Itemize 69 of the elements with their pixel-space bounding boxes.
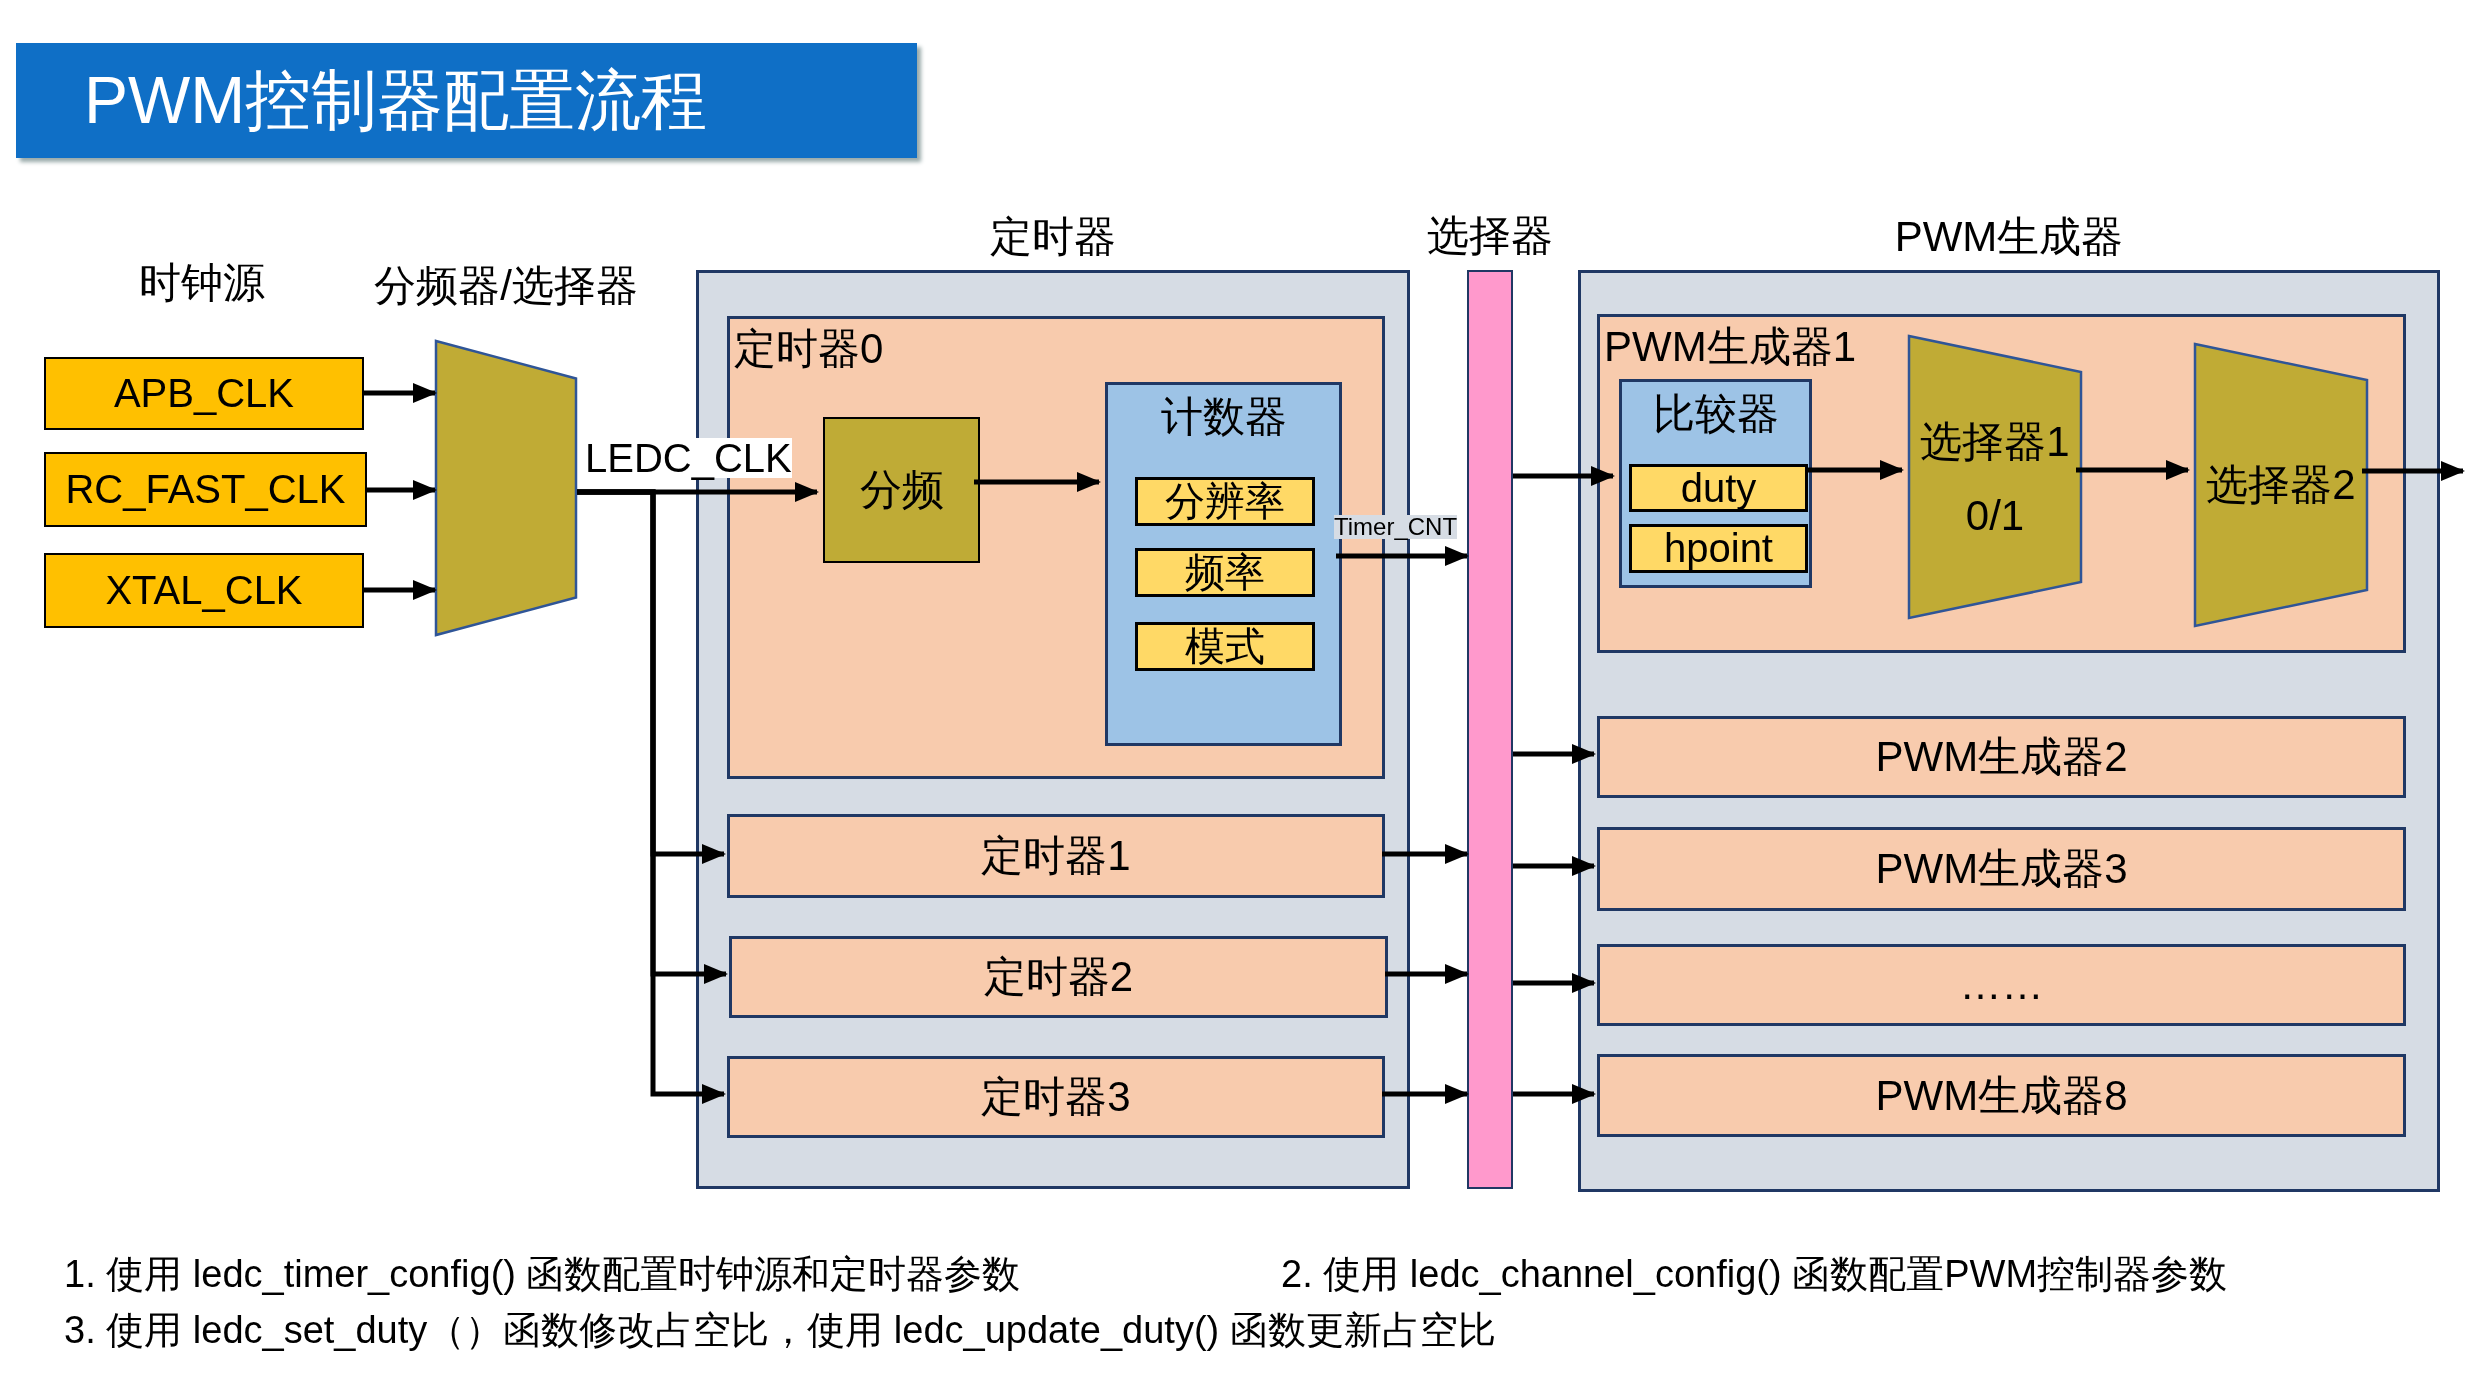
- node-label: APB_CLK: [113, 371, 295, 416]
- column-heading: 时钟源: [139, 258, 265, 308]
- node-label: 比较器: [1652, 389, 1779, 439]
- clock-source-box: [44, 357, 364, 430]
- unit-box: [1597, 827, 2406, 911]
- column-heading: 选择器: [1427, 211, 1553, 261]
- register-group-box: [1619, 379, 1812, 588]
- register-field: [1135, 622, 1315, 671]
- note-text: 3. 使用 ledc_set_duty（）函数修改占空比，使用 ledc_update_duty() 函数更新占空比: [64, 1308, 1496, 1353]
- arrow: [1513, 744, 1596, 764]
- node-label: 选择器1: [1920, 417, 2070, 467]
- arrow: [2362, 461, 2465, 481]
- unit-box: [729, 936, 1388, 1018]
- register-field: [1135, 548, 1315, 597]
- column-heading: PWM生成器: [1894, 212, 2124, 262]
- column-heading: 定时器: [990, 212, 1116, 262]
- edge-label: LEDC_CLK: [585, 438, 792, 478]
- unit-box: [1597, 944, 2406, 1026]
- node-label: ……: [1959, 961, 2044, 1009]
- unit-box: [1597, 716, 2406, 798]
- unit-box: [1597, 1054, 2406, 1137]
- arrow: [1382, 1084, 1469, 1104]
- node-label: 计数器: [1160, 392, 1287, 442]
- unit-box: [727, 1056, 1385, 1138]
- register-field: [1629, 464, 1808, 512]
- node-label: 模式: [1185, 623, 1265, 670]
- unit-title: 定时器0: [734, 324, 884, 374]
- prescaler-box: [823, 417, 980, 563]
- node-label: 定时器3: [981, 1072, 1131, 1122]
- arrow: [1513, 856, 1596, 876]
- node-label: PWM生成器3: [1875, 844, 2128, 894]
- arrow: [974, 472, 1101, 492]
- arrow: [1385, 964, 1469, 984]
- node-label: PWM生成器2: [1875, 732, 2128, 782]
- arrow: [1382, 844, 1469, 864]
- node-label: 定时器2: [983, 952, 1134, 1002]
- node-label: 定时器1: [981, 831, 1131, 881]
- arrow: [364, 383, 437, 403]
- node-label: PWM生成器8: [1875, 1070, 2128, 1121]
- node-label: 频率: [1185, 549, 1265, 596]
- arrow: [2076, 460, 2190, 480]
- unit-box: [1597, 314, 2406, 653]
- node-label: duty: [1680, 465, 1757, 511]
- note-text: 2. 使用 ledc_channel_config() 函数配置PWM控制器参数: [1281, 1252, 2228, 1297]
- arrow: [1513, 973, 1596, 993]
- clock-source-box: [44, 452, 367, 527]
- node-label: RC_FAST_CLK: [65, 467, 346, 512]
- arrow: [367, 480, 437, 500]
- arrow: [1513, 1084, 1596, 1104]
- node-label: 分辨率: [1165, 478, 1285, 525]
- unit-title: PWM生成器1: [1604, 322, 1856, 372]
- column-heading: 分频器/选择器: [374, 261, 638, 311]
- title-banner: PWM控制器配置流程: [16, 43, 917, 158]
- node-label: hpoint: [1664, 526, 1773, 571]
- arrow: [1336, 546, 1469, 566]
- register-field: [1135, 477, 1315, 526]
- edge-label: Timer_CNT: [1334, 515, 1458, 539]
- register-field: [1629, 524, 1808, 573]
- node-label: XTAL_CLK: [105, 568, 303, 613]
- node-label: 选择器2: [2206, 460, 2356, 510]
- note-text: 1. 使用 ledc_timer_config() 函数配置时钟源和定时器参数: [64, 1252, 1021, 1297]
- unit-box: [727, 814, 1385, 898]
- arrow: [577, 489, 726, 1104]
- arrow: [1513, 466, 1615, 486]
- node-sublabel: 0/1: [1965, 492, 2025, 540]
- arrow: [364, 580, 437, 600]
- clock-source-box: [44, 553, 364, 628]
- node-label: 分频: [859, 465, 944, 515]
- arrow: [1806, 460, 1904, 480]
